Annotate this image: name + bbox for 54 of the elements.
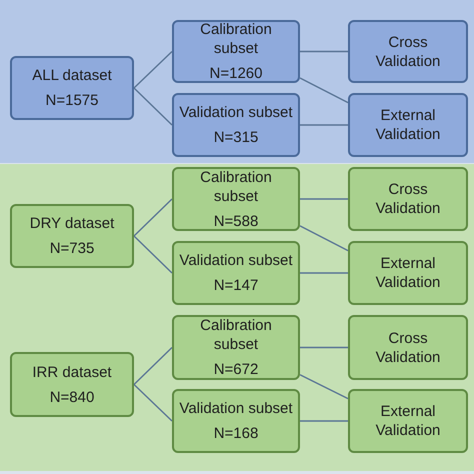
connector-line [134,88,172,126]
box-text: N=735 [50,239,94,258]
box-text: N=840 [50,388,94,406]
box-text: Cross Validation [374,180,442,218]
connector-line [300,124,348,126]
connector-line [134,384,172,422]
box-text: Validation subset [179,399,293,418]
process-box [348,241,468,305]
connector-line [300,346,348,348]
box-text: Calibration subset [199,168,273,206]
box-text: Validation subset [179,103,293,122]
connector-line [300,225,348,252]
box-text: N=1575 [46,91,98,110]
connector-line [300,374,348,400]
process-box [172,20,300,83]
process-box [348,20,468,83]
box-text: Validation subset [179,251,293,270]
connector-line [134,51,172,88]
box-text: Cross Validation [374,328,442,366]
box-text: N=1260 [210,64,262,83]
connector-line [134,347,172,385]
connector-line [300,272,348,274]
connector-line [300,77,348,104]
box-text: Cross Validation [374,32,442,70]
process-box [348,167,468,231]
box-text: ALL dataset [32,66,112,85]
connector-line [300,50,348,52]
box-text: External Validation [374,106,442,144]
process-box [348,93,468,157]
box-text: N=588 [214,212,258,230]
process-box [172,93,300,157]
process-box [172,389,300,453]
process-box [172,167,300,231]
box-text: N=168 [214,424,258,443]
box-text: N=147 [214,276,258,295]
process-box [348,315,468,380]
connector-line [300,198,348,200]
connector-line [134,236,172,274]
box-text: N=672 [214,360,258,379]
process-box [10,56,134,120]
process-box [10,352,134,417]
connector-line [300,420,348,422]
box-text: External Validation [374,402,442,440]
connector-line [134,198,172,236]
process-box [172,241,300,305]
box-text: Calibration subset [199,20,273,58]
process-box [348,389,468,453]
box-text: External Validation [374,254,442,292]
process-box [172,315,300,380]
box-text: N=315 [214,128,258,147]
process-box [10,204,134,268]
box-text: IRR dataset [32,362,112,382]
box-text: DRY dataset [30,214,114,233]
box-text: Calibration subset [199,316,273,354]
